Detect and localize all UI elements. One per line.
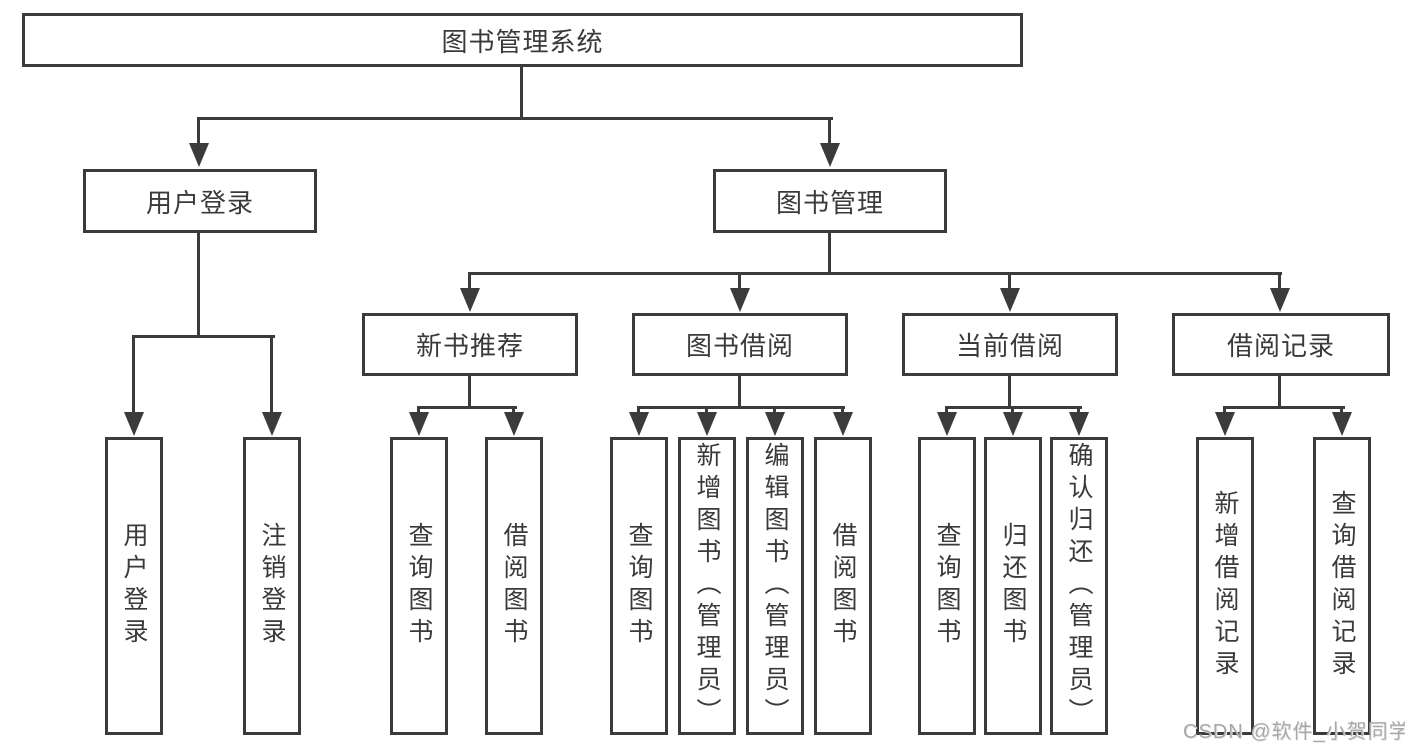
leaf-search-books-recommend: 查询图书	[390, 437, 448, 735]
leaf-add-book-admin-label: 新增图书（管理员）	[693, 442, 721, 730]
connector-drop-user-login	[197, 117, 200, 146]
connector-drop-new-book	[468, 272, 471, 290]
arrowhead-new-book	[460, 288, 480, 312]
leaf-user-login-label: 用户登录	[120, 522, 148, 650]
connector-new-book-stem	[468, 376, 471, 407]
node-book-management: 图书管理	[713, 169, 947, 233]
connector-drop-leaf-9	[945, 406, 948, 415]
connector-drop-leaf-user-login	[132, 335, 135, 415]
connector-drop-book-borrowing	[738, 272, 741, 290]
connector-root-stem	[520, 67, 523, 120]
connector-borrowing-records-branch	[1223, 406, 1345, 409]
arrowhead-leaf-11	[1069, 412, 1089, 436]
arrowhead-leaf-7	[765, 412, 785, 436]
connector-drop-leaf-10	[1011, 406, 1014, 415]
arrowhead-book-borrowing	[730, 288, 750, 312]
connector-drop-borrowing-records	[1278, 272, 1281, 290]
connector-drop-leaf-4	[512, 406, 515, 415]
connector-drop-leaf-11	[1077, 406, 1080, 415]
arrowhead-leaf-13	[1332, 412, 1352, 436]
node-user-login-label: 用户登录	[145, 187, 254, 218]
csdn-watermark: CSDN @软件_小贺同学	[1183, 721, 1405, 743]
connector-new-book-branch	[417, 406, 517, 409]
connector-book-borrowing-stem	[738, 376, 741, 407]
connector-user-login-branch	[132, 335, 275, 338]
leaf-borrow-books-recommend-label: 借阅图书	[500, 522, 528, 650]
node-borrowing-records-label: 借阅记录	[1226, 331, 1335, 361]
connector-user-login-stem	[197, 233, 200, 336]
leaf-search-books-borrowing: 查询图书	[610, 437, 668, 735]
arrowhead-leaf-4	[504, 412, 524, 436]
connector-drop-leaf-8	[841, 406, 844, 415]
node-root-label: 图书管理系统	[441, 26, 604, 57]
connector-drop-leaf-12	[1223, 406, 1226, 415]
leaf-add-book-admin: 新增图书（管理员）	[678, 437, 736, 735]
leaf-search-borrow-record: 查询借阅记录	[1313, 437, 1371, 735]
leaf-add-borrow-record-label: 新增借阅记录	[1211, 490, 1239, 682]
connector-drop-leaf-5	[637, 406, 640, 415]
connector-book-management-stem	[828, 233, 831, 274]
leaf-add-borrow-record: 新增借阅记录	[1196, 437, 1254, 735]
leaf-search-books-borrowing-label: 查询图书	[625, 522, 653, 650]
connector-borrowing-records-stem	[1278, 376, 1281, 407]
leaf-user-login: 用户登录	[105, 437, 163, 735]
arrowhead-leaf-8	[833, 412, 853, 436]
leaf-search-books-current: 查询图书	[918, 437, 976, 735]
arrowhead-leaf-10	[1003, 412, 1023, 436]
arrowhead-leaf-12	[1215, 412, 1235, 436]
connector-drop-leaf-6	[705, 406, 708, 415]
leaf-search-books-current-label: 查询图书	[933, 522, 961, 650]
node-new-book-recommendation-label: 新书推荐	[415, 331, 524, 361]
connector-drop-leaf-logout	[270, 335, 273, 415]
leaf-search-books-recommend-label: 查询图书	[405, 522, 433, 650]
arrowhead-leaf-9	[937, 412, 957, 436]
leaf-edit-book-admin-label: 编辑图书（管理员）	[761, 442, 789, 730]
connector-book-borrowing-branch	[637, 406, 845, 409]
node-new-book-recommendation: 新书推荐	[362, 313, 578, 376]
node-book-management-label: 图书管理	[775, 187, 884, 218]
arrowhead-book-management	[820, 143, 840, 167]
leaf-logout: 注销登录	[243, 437, 301, 735]
leaf-borrow-books-borrowing: 借阅图书	[814, 437, 872, 735]
arrowhead-current-borrowing	[1000, 288, 1020, 312]
arrowhead-user-login	[189, 143, 209, 167]
leaf-borrow-books-borrowing-label: 借阅图书	[829, 522, 857, 650]
node-borrowing-records: 借阅记录	[1172, 313, 1390, 376]
connector-drop-book-management	[828, 117, 831, 146]
leaf-search-borrow-record-label: 查询借阅记录	[1328, 490, 1356, 682]
leaf-return-books-label: 归还图书	[999, 522, 1027, 650]
leaf-confirm-return-admin: 确认归还（管理员）	[1050, 437, 1108, 735]
arrowhead-borrowing-records	[1270, 288, 1290, 312]
arrowhead-leaf-6	[697, 412, 717, 436]
connector-root-branch	[197, 117, 833, 120]
connector-drop-leaf-13	[1340, 406, 1343, 415]
connector-drop-current-borrowing	[1008, 272, 1011, 290]
leaf-borrow-books-recommend: 借阅图书	[485, 437, 543, 735]
arrowhead-leaf-logout	[262, 412, 282, 436]
node-root: 图书管理系统	[22, 13, 1023, 67]
connector-drop-leaf-3	[417, 406, 420, 415]
node-book-borrowing-label: 图书借阅	[685, 331, 794, 361]
node-current-borrowing: 当前借阅	[902, 313, 1118, 376]
node-user-login: 用户登录	[83, 169, 317, 233]
leaf-logout-label: 注销登录	[258, 522, 286, 650]
connector-book-management-branch	[468, 272, 1282, 275]
connector-current-borrowing-stem	[1008, 376, 1011, 407]
connector-drop-leaf-7	[773, 406, 776, 415]
leaf-edit-book-admin: 编辑图书（管理员）	[746, 437, 804, 735]
arrowhead-leaf-user-login	[124, 412, 144, 436]
node-current-borrowing-label: 当前借阅	[955, 331, 1064, 361]
arrowhead-leaf-5	[629, 412, 649, 436]
node-book-borrowing: 图书借阅	[632, 313, 848, 376]
arrowhead-leaf-3	[409, 412, 429, 436]
leaf-return-books: 归还图书	[984, 437, 1042, 735]
leaf-confirm-return-admin-label: 确认归还（管理员）	[1065, 442, 1093, 730]
